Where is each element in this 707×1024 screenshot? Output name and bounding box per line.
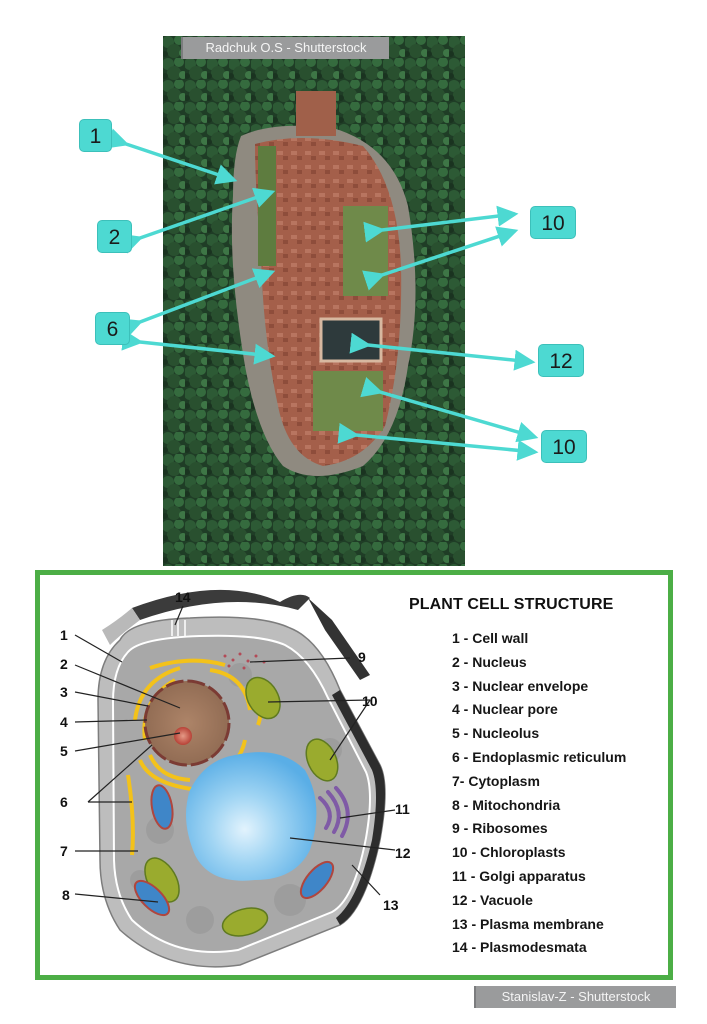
cell-label-1: 1 [60,627,68,643]
cell-label-5: 5 [60,743,68,759]
neighbor-wall-top [132,589,310,620]
cell-label-2: 2 [60,656,68,672]
legend-item: 6 - Endoplasmic reticulum [452,748,627,765]
legend-item: 3 - Nuclear envelope [452,677,589,694]
aerial-photo [163,36,465,566]
label-2: 2 [97,220,132,253]
plant-cell-diagram: 14 1 2 3 4 5 6 7 8 9 10 11 12 13 [60,589,410,968]
nucleus [143,679,231,767]
legend-item: 13 - Plasma membrane [452,915,604,932]
label-12: 12 [538,344,584,377]
diagram-credit: Stanislav-Z - Shutterstock [474,986,676,1008]
cell-label-4: 4 [60,714,68,730]
legend-item: 8 - Mitochondria [452,796,561,813]
legend-item: 10 - Chloroplasts [452,844,566,861]
neighbor-wall-left [102,608,140,645]
vacuole [186,752,317,881]
golgi-apparatus [318,786,350,838]
cell-label-11: 11 [395,801,410,817]
label-6: 6 [95,312,130,345]
legend-item: 2 - Nucleus [452,653,527,670]
cell-label-6: 6 [60,794,68,810]
legend-item: 11 - Golgi apparatus [452,867,586,884]
cell-label-12: 12 [395,845,410,861]
cell-label-10: 10 [362,693,378,709]
panel-title: PLANT CELL STRUCTURE [409,596,614,613]
legend-item: 14 - Plasmodesmata [452,939,587,956]
cell-label-13: 13 [383,897,399,913]
legend-list: 1 - Cell wall 2 - Nucleus 3 - Nuclear en… [452,627,626,960]
cell-label-9: 9 [358,649,366,665]
legend-item: 9 - Ribosomes [452,820,548,837]
legend-item: 7- Cytoplasm [452,772,540,789]
label-10-top: 10 [530,206,576,239]
legend-item: 12 - Vacuole [452,891,533,908]
plasmodesmata [171,620,186,636]
cell-label-7: 7 [60,843,68,859]
legend-item: 1 - Cell wall [452,630,529,646]
cell-label-8: 8 [62,887,70,903]
label-1: 1 [79,119,112,152]
ribosomes [223,652,266,670]
aerial-photo-graphic [163,36,465,566]
photo-credit: Radchuk O.S - Shutterstock [181,37,389,59]
label-10-bottom: 10 [541,430,587,463]
cell-label-3: 3 [60,684,68,700]
legend-item: 5 - Nucleolus [452,725,540,742]
mitochondria [133,784,335,917]
nucleolus [174,727,192,745]
cell-label-14: 14 [175,589,191,605]
legend-item: 4 - Nuclear pore [452,701,558,718]
neighbor-wall-right [308,598,370,680]
